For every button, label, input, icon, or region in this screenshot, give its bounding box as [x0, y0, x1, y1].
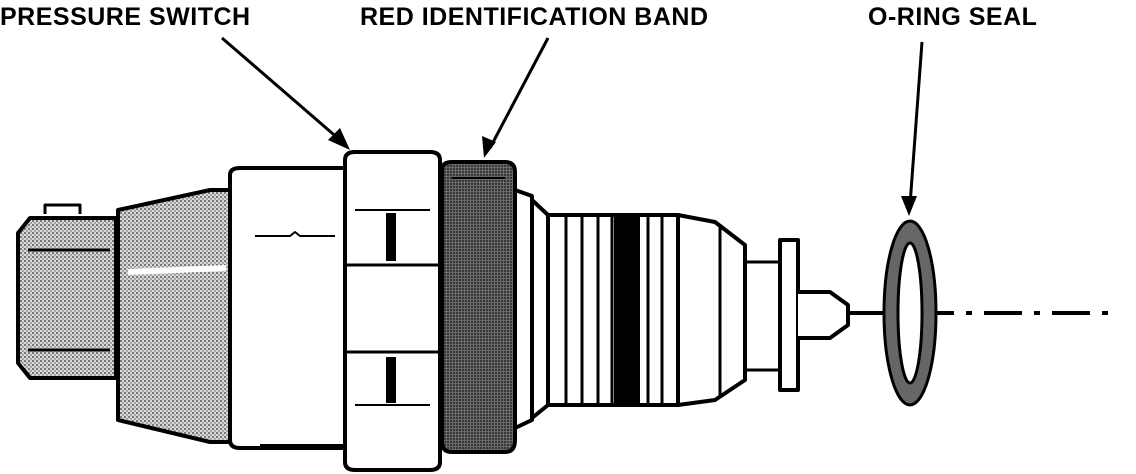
- arrowhead-switch: [328, 128, 350, 150]
- tapered-nose: [676, 213, 747, 407]
- arrowhead-oring: [901, 196, 917, 216]
- red-identification-band: [440, 160, 517, 454]
- red-band-label: RED IDENTIFICATION BAND: [360, 3, 709, 31]
- hex-nut: [343, 150, 442, 472]
- o-ring: [882, 219, 938, 407]
- rubber-boot: [116, 188, 232, 444]
- o-ring-label: O-RING SEAL: [868, 3, 1038, 31]
- connector-plug: [16, 203, 118, 380]
- arrowhead-band: [482, 136, 496, 158]
- leader-lines: [221, 36, 924, 206]
- plunger-tip: [798, 290, 850, 340]
- pressure-switch-label: PRESSURE SWITCH: [0, 3, 251, 31]
- switch-body: [228, 166, 347, 450]
- seat-flange: [778, 238, 800, 392]
- threaded-shank: [546, 213, 680, 407]
